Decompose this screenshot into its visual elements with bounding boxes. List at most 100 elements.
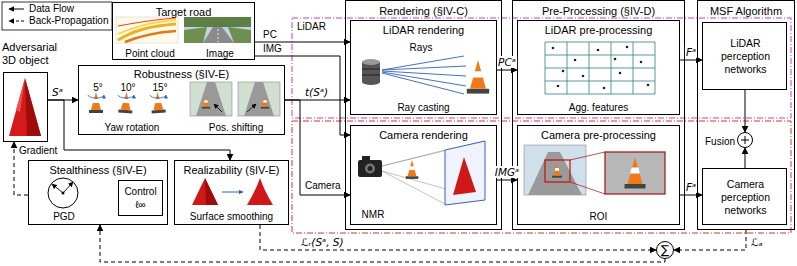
flow-arrow [680, 195, 702, 196]
lidar-rays [382, 73, 464, 94]
image-plane [445, 141, 485, 205]
roi-crop [570, 152, 605, 160]
camera-image [184, 27, 207, 43]
camera-image [184, 17, 251, 43]
node-title: Camera perception networks [705, 178, 786, 217]
point-dots [614, 58, 617, 61]
feature-grid [545, 42, 655, 43]
lidar-sensor [362, 79, 380, 85]
process-box: LiDAR renderingRaysRay casting [350, 20, 497, 115]
yaw-rotation [118, 92, 133, 114]
point-dots [626, 46, 629, 49]
yaw-rotation [150, 95, 166, 98]
node-title: Robustness (§IV-E) [79, 67, 284, 81]
yaw-rotation [118, 95, 134, 98]
image-plane [453, 157, 476, 195]
camera-icon [368, 166, 373, 171]
point-cloud-image [116, 17, 178, 43]
process-box: Camera renderingNMR [350, 125, 497, 225]
flow-arrow [255, 56, 350, 135]
node-title: Fusion [700, 135, 735, 148]
stage-box: MSF AlgorithmLiDAR perception networksFu… [697, 0, 795, 230]
node-title: LiDAR pre-processing [518, 23, 679, 37]
edge-label: Fᵃ [685, 46, 697, 58]
node-label: Point cloud [115, 47, 185, 60]
smoothing-cones [192, 178, 273, 205]
lidar-sensor [362, 75, 380, 76]
node-title: Control ℓ∞ [119, 185, 162, 211]
yaw-rotation [150, 92, 165, 114]
feature-grid [545, 94, 655, 95]
node-title: MSF Algorithm [698, 4, 794, 18]
point-dots [640, 61, 643, 64]
input-panel: Target roadPoint cloudImage [112, 2, 255, 60]
camera-icon [362, 156, 370, 161]
yaw-rotation [88, 92, 166, 114]
edge-label: Sᵃ [51, 86, 64, 98]
yaw-rotation [89, 92, 103, 113]
backprop-arrow [100, 225, 665, 262]
camera-icon [358, 160, 382, 177]
legend-text: Data Flow [28, 3, 75, 15]
pgd-circle [63, 182, 73, 193]
camera-image [184, 17, 251, 43]
pgd-circle [48, 178, 78, 208]
sensor-region [292, 18, 791, 118]
position-shifting [214, 104, 222, 112]
adversarial-object [16, 78, 25, 112]
point-dots [552, 47, 555, 50]
yaw-rotation [88, 95, 104, 98]
flow-arrow [285, 100, 350, 195]
roi-crop [528, 152, 582, 195]
module-box: Stealthiness (§IV-E) PGD Control ℓ∞ [28, 160, 168, 225]
flow-arrow [745, 148, 746, 168]
illustration-layer [467, 60, 489, 94]
node-title: Camera pre-processing [518, 128, 679, 142]
adversarial-object [9, 78, 41, 136]
object-box: Adversarial 3D object [3, 72, 48, 142]
node-label: Yaw rotation [79, 121, 185, 134]
lidar-rays [382, 66, 466, 70]
node-label: Agg. features [518, 101, 679, 114]
roi-crop [524, 145, 586, 195]
node-label: PGD [44, 210, 84, 223]
sensor-region [292, 18, 791, 233]
adversarial-object [25, 78, 41, 136]
flow-arrow [497, 70, 517, 71]
flow-arrow [745, 90, 746, 132]
module-box: Realizability (§IV-E)Surface smoothing [174, 160, 289, 225]
position-shifting [247, 104, 256, 112]
region-label: LiDAR [296, 21, 327, 33]
legend-frame [9, 9, 24, 10]
image-plane [445, 141, 485, 205]
point-dots [619, 72, 622, 75]
process-box: Camera pre-processingROI [517, 125, 680, 225]
roi-crop [625, 157, 646, 189]
legend-frame [2, 2, 112, 30]
point-cloud-image [125, 31, 176, 42]
node-title: Camera rendering [351, 128, 496, 142]
position-shifting [196, 82, 226, 116]
fusion-plus [741, 136, 749, 144]
node-title: Pre-Processing (§IV-D) [513, 4, 684, 18]
point-dots [597, 49, 600, 52]
legend-text: Back-Propagation [28, 15, 110, 27]
pgd-circle [52, 184, 63, 193]
feature-grid [545, 42, 655, 94]
legend-frame [2, 2, 112, 30]
point-dots [647, 84, 650, 87]
node-label: Ray casting [351, 101, 496, 114]
camera-image [218, 29, 219, 42]
roi-crop [570, 182, 605, 194]
feature-grid [545, 81, 655, 82]
camera-image [184, 17, 251, 27]
network-box: Camera perception networks [702, 168, 787, 225]
roi-crop [605, 152, 665, 194]
edge-label: ℒᵣ(Sᵃ, S) [300, 236, 345, 248]
sum-circle: ∑ [656, 241, 674, 259]
node-title: Stealthiness (§IV-E) [29, 163, 167, 177]
process-box: LiDAR pre-processingAgg. features [517, 20, 680, 115]
fusion-circle: Fusion [737, 132, 753, 148]
